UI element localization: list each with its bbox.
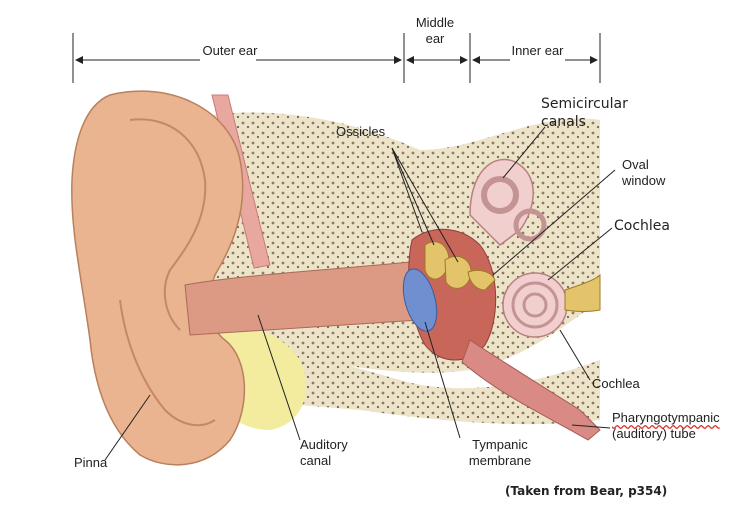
auditory-canal-label: Auditory canal [300, 437, 360, 469]
ossicles-label: Ossicles [336, 124, 385, 140]
tympanic-membrane-label: Tympanic membrane [455, 437, 545, 469]
cochlea-label-upper: Cochlea [614, 217, 670, 235]
auditory-tube-word: (auditory) tube [612, 426, 696, 441]
pharyngotympanic-label: Pharyngotympanic (auditory) tube [612, 410, 720, 442]
pinna-label: Pinna [74, 455, 107, 471]
oval-window-label: Oval window [622, 157, 682, 189]
middle-ear-label: Middle ear [410, 15, 460, 47]
semicircular-canals-label: Semicircular canals [541, 95, 641, 131]
outer-ear-label: Outer ear [200, 43, 260, 59]
pharyngotympanic-word: Pharyngotympanic [612, 410, 720, 425]
cochlea-label-lower: Cochlea [592, 376, 640, 392]
inner-ear-label: Inner ear [510, 43, 565, 59]
citation: (Taken from Bear, p354) [505, 483, 667, 499]
